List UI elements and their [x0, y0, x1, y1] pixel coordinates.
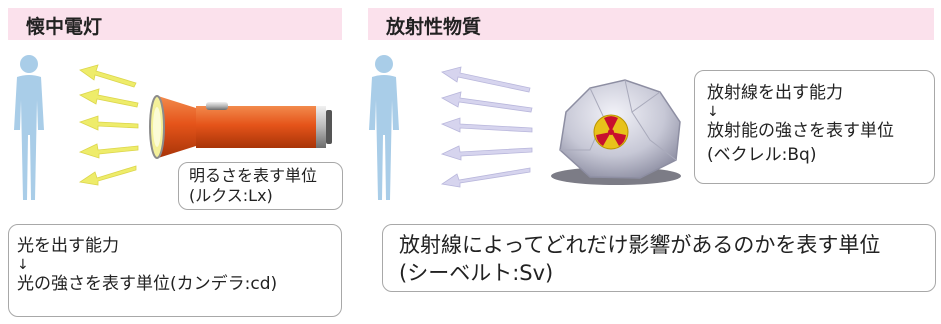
candela-line1: 光を出す能力 [17, 236, 119, 256]
lux-unit-line1: 明るさを表す単位 [189, 166, 318, 185]
sievert-line2: (シーベルト:Sv) [399, 261, 554, 285]
radiation-arrows-icon [440, 66, 533, 188]
radioactive-header: 放射性物質 [368, 8, 934, 40]
flashlight-title: 懐中電灯 [26, 16, 103, 38]
flashlight-header: 懐中電灯 [8, 8, 342, 40]
radioactive-title: 放射性物質 [386, 16, 482, 38]
down-arrow-icon: ↓ [707, 104, 719, 120]
becquerel-unit-box: 放射線を出す能力 ↓ 放射能の強さを表す単位 (ベクレル:Bq) [694, 70, 935, 184]
sievert-line1: 放射線によってどれだけ影響があるのかを表す単位 [399, 233, 881, 257]
lux-unit-box: 明るさを表す単位 (ルクス:Lx) [178, 162, 343, 210]
light-arrows-icon [78, 64, 139, 186]
lux-unit-line2: (ルクス:Lx) [189, 186, 273, 205]
becquerel-line2: 放射能の強さを表す単位 [707, 121, 894, 141]
candela-line2: 光の強さを表す単位(カンデラ:cd) [17, 274, 278, 294]
becquerel-line1: 放射線を出す能力 [707, 83, 843, 103]
becquerel-line3: (ベクレル:Bq) [707, 145, 817, 165]
radioactive-rock-icon [551, 79, 681, 185]
candela-unit-box: 光を出す能力 ↓ 光の強さを表す単位(カンデラ:cd) [8, 224, 342, 317]
down-arrow-icon: ↓ [17, 257, 29, 273]
person-left-icon [14, 55, 44, 200]
sievert-unit-box: 放射線によってどれだけ影響があるのかを表す単位 (シーベルト:Sv) [382, 224, 936, 292]
person-right-icon [369, 55, 399, 200]
flashlight-icon [149, 95, 332, 159]
